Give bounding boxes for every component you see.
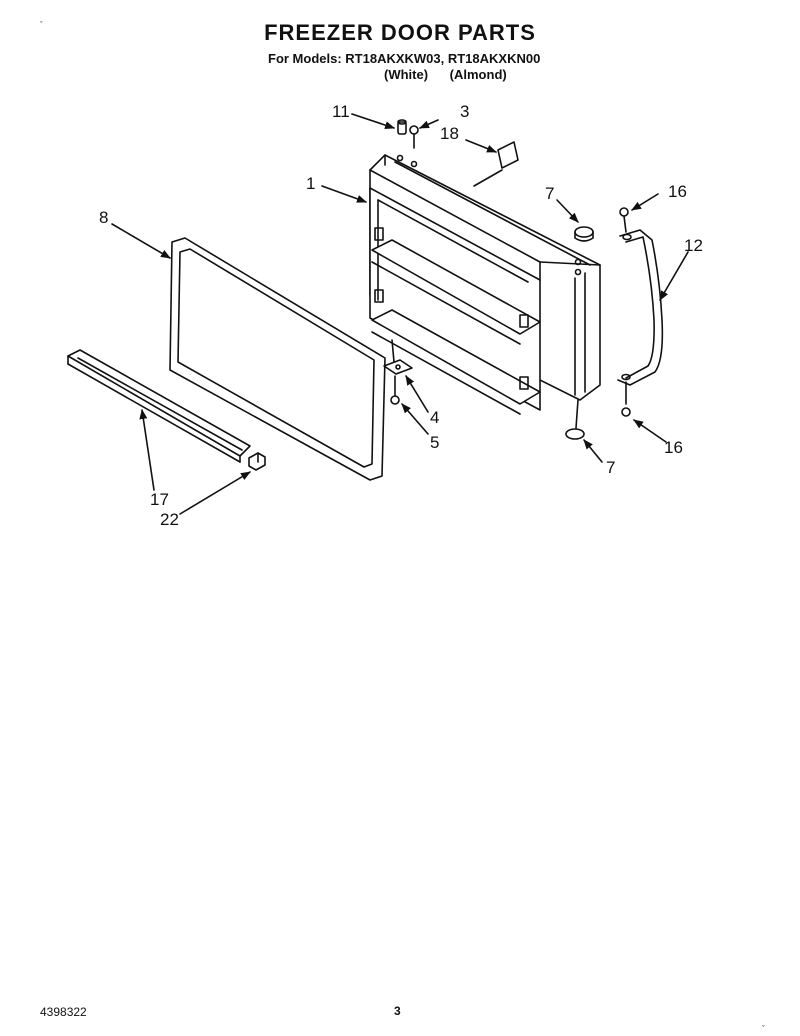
hinge-plate-part-4: [383, 339, 413, 375]
callout-1: 1: [306, 174, 316, 193]
callout-7-top: 7: [545, 184, 555, 203]
callout-leaders: [111, 113, 689, 515]
color-almond-label: (Almond): [449, 67, 507, 82]
trim-strip-part: [67, 349, 251, 463]
callout-4: 4: [430, 408, 440, 427]
callout-11: 11: [332, 102, 350, 121]
screw-part-5: [390, 375, 400, 405]
page-number: 3: [394, 1004, 401, 1018]
screw-part-3: [409, 125, 419, 149]
callout-17: 17: [150, 490, 169, 509]
callout-5: 5: [430, 433, 440, 452]
label-part-18: [497, 141, 519, 169]
model-colors: (White) (Almond): [384, 67, 525, 82]
door-gasket-part: [169, 237, 386, 481]
cap-part-7-top: [574, 226, 594, 242]
door-liner-part: [369, 154, 601, 415]
document-number: 4398322: [40, 1005, 87, 1019]
screw-part-16-top: [619, 207, 629, 233]
hinge-pin-part: [397, 119, 407, 135]
models-line: For Models: RT18AKXKW03, RT18AKXKN00: [268, 51, 541, 66]
callout-12: 12: [684, 236, 703, 255]
callout-16-top: 16: [668, 182, 687, 201]
callout-3: 3: [460, 102, 470, 121]
trim-clip-part: [248, 452, 266, 471]
scan-mark-bottom: ˬ: [762, 1018, 765, 1027]
scan-mark-top: ˬ: [40, 14, 43, 23]
door-handle-part: [617, 229, 664, 386]
callout-16-bottom: 16: [664, 438, 683, 457]
callout-8: 8: [99, 208, 109, 227]
screw-part-16-bottom: [621, 381, 631, 417]
callout-22: 22: [160, 510, 179, 529]
color-white-label: (White): [384, 67, 429, 82]
cap-part-7-bottom: [565, 399, 585, 440]
callout-7-bottom: 7: [606, 458, 616, 477]
callout-18: 18: [440, 124, 459, 143]
diagram-title: FREEZER DOOR PARTS: [264, 20, 536, 45]
